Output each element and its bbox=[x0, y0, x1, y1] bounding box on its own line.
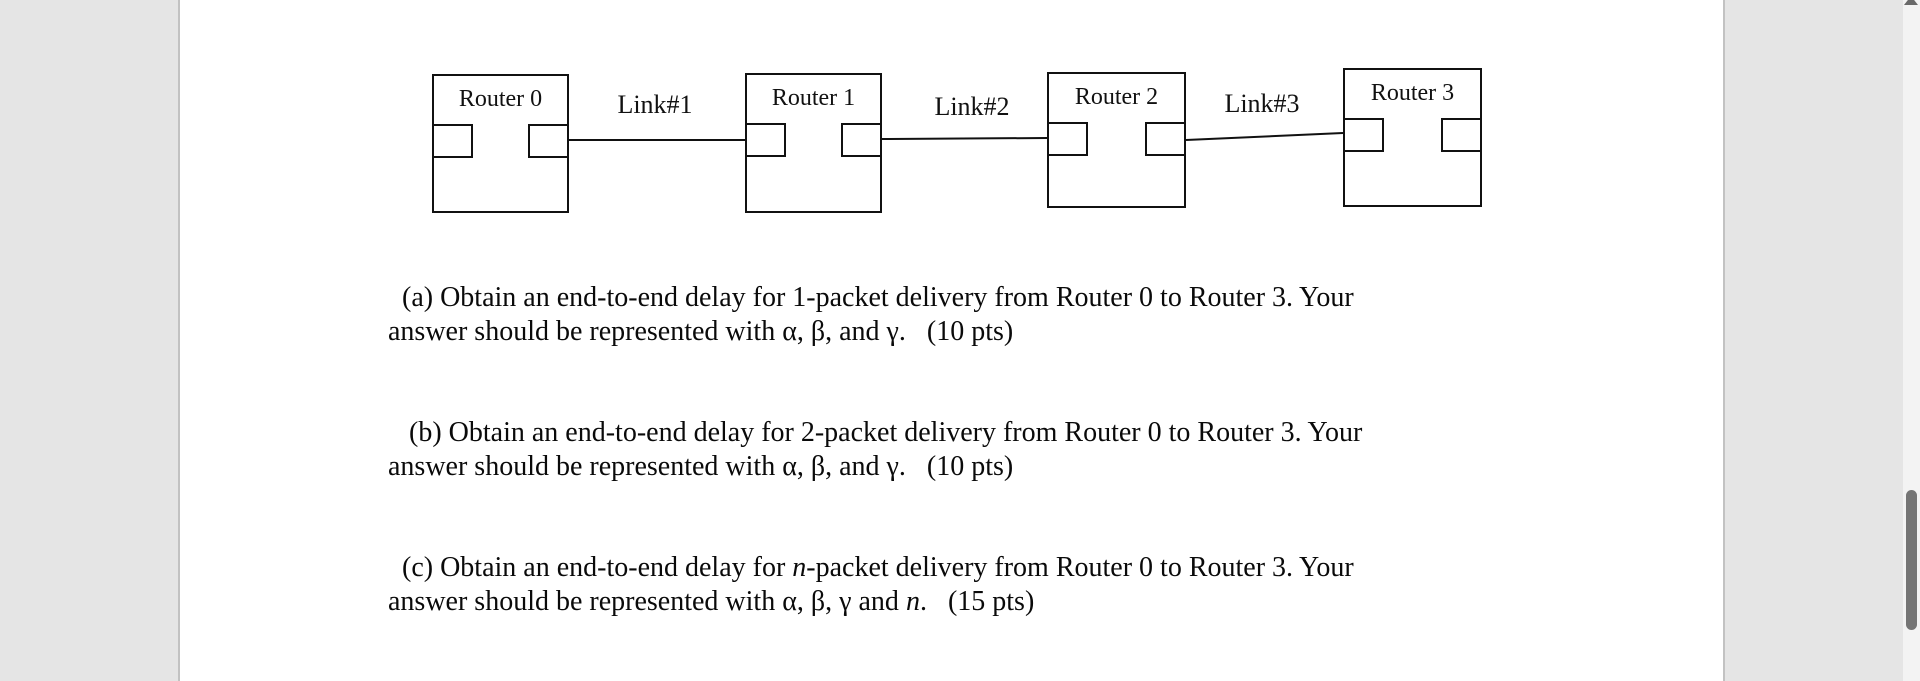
router-2-port-right bbox=[1145, 122, 1186, 156]
link-label-3: Link#3 bbox=[1224, 89, 1300, 118]
question-a: (a) Obtain an end-to-end delay for 1-pac… bbox=[388, 281, 1678, 349]
scrollbar-track[interactable] bbox=[1903, 0, 1920, 681]
question-c-line-2: answer should be represented with α, β, … bbox=[388, 585, 1678, 619]
scroll-up-icon[interactable] bbox=[1904, 0, 1918, 5]
question-b-line-2: answer should be represented with α, β, … bbox=[388, 450, 1678, 484]
router-0-port-left bbox=[432, 124, 473, 158]
text-segment: answer should be represented with α, β, … bbox=[388, 586, 906, 617]
router-box-1: Router 1 bbox=[745, 73, 882, 213]
router-label-0: Router 0 bbox=[458, 86, 543, 112]
router-label-2: Router 2 bbox=[1074, 84, 1159, 110]
text-segment: answer should be represented with α, β, … bbox=[388, 316, 1014, 347]
link-label-2: Link#2 bbox=[934, 92, 1010, 121]
document-page[interactable]: Router 0 Router 1 Router 2 Router 3 Link… bbox=[178, 0, 1725, 681]
link-label-1: Link#1 bbox=[617, 90, 693, 119]
question-b-line-1: (b) Obtain an end-to-end delay for 2-pac… bbox=[402, 416, 1678, 450]
router-box-2: Router 2 bbox=[1047, 72, 1186, 208]
router-2-port-left bbox=[1047, 122, 1088, 156]
question-a-line-2: answer should be represented with α, β, … bbox=[388, 315, 1678, 349]
question-c: (c) Obtain an end-to-end delay for n-pac… bbox=[388, 551, 1678, 619]
router-box-3: Router 3 bbox=[1343, 68, 1482, 207]
router-label-1: Router 1 bbox=[771, 85, 856, 111]
link-line-2 bbox=[881, 137, 1048, 140]
text-segment: -packet delivery from Router 0 to Router… bbox=[806, 552, 1354, 583]
page-content: Router 0 Router 1 Router 2 Router 3 Link… bbox=[180, 0, 1723, 681]
router-1-port-right bbox=[841, 123, 882, 157]
text-segment: answer should be represented with α, β, … bbox=[388, 451, 1014, 482]
text-segment: (a) Obtain an end-to-end delay for 1-pac… bbox=[402, 282, 1354, 313]
router-box-0: Router 0 bbox=[432, 74, 569, 213]
text-segment: n bbox=[905, 586, 920, 617]
question-a-line-1: (a) Obtain an end-to-end delay for 1-pac… bbox=[402, 281, 1678, 315]
question-b: (b) Obtain an end-to-end delay for 2-pac… bbox=[388, 416, 1678, 484]
text-segment: . (15 pts) bbox=[919, 586, 1035, 617]
question-c-line-1: (c) Obtain an end-to-end delay for n-pac… bbox=[402, 551, 1678, 585]
scrollbar-thumb[interactable] bbox=[1906, 490, 1917, 630]
router-label-3: Router 3 bbox=[1370, 80, 1455, 106]
router-1-port-left bbox=[745, 123, 786, 157]
router-3-port-left bbox=[1343, 118, 1384, 152]
router-0-port-right bbox=[528, 124, 569, 158]
link-line-3 bbox=[1185, 132, 1344, 141]
text-segment: (c) Obtain an end-to-end delay for bbox=[402, 552, 793, 583]
router-3-port-right bbox=[1441, 118, 1482, 152]
text-segment: n bbox=[792, 552, 807, 583]
text-segment: (b) Obtain an end-to-end delay for 2-pac… bbox=[402, 417, 1363, 448]
